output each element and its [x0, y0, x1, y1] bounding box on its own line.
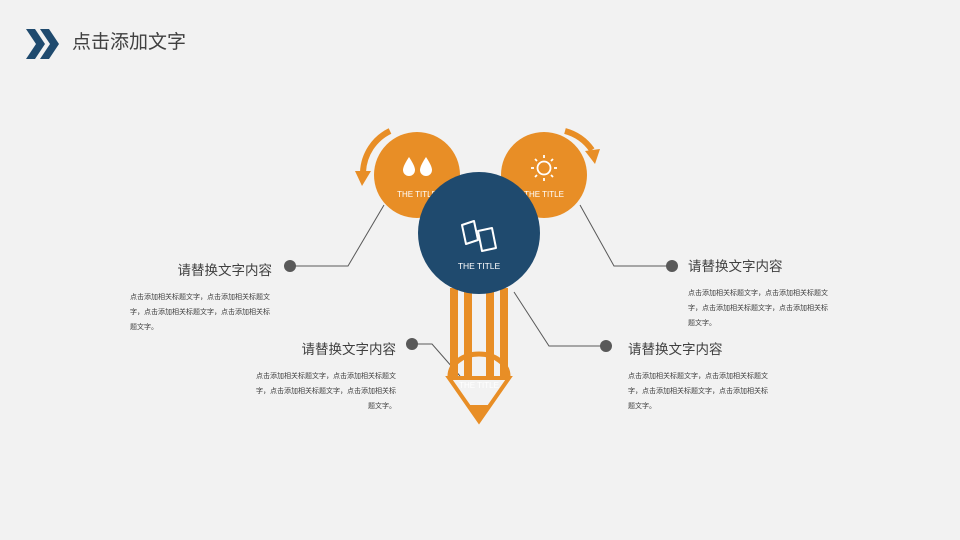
water-drops-icon [403, 157, 432, 176]
connector-top-left [290, 204, 385, 267]
circle-right-label: THE TITLE [524, 190, 564, 199]
text-block-bottom-right: 请替换文字内容 点击添加相关标题文字，点击添加相关标题文字，点击添加相关标题文字… [628, 341, 770, 414]
block-body[interactable]: 点击添加相关标题文字，点击添加相关标题文字，点击添加相关标题文字，点击添加相关标… [256, 372, 396, 410]
block-body[interactable]: 点击添加相关标题文字，点击添加相关标题文字，点击添加相关标题文字，点击添加相关标… [130, 293, 270, 331]
connector-dot [666, 260, 678, 272]
block-heading[interactable]: 请替换文字内容 [688, 259, 783, 275]
block-heading[interactable]: 请替换文字内容 [177, 263, 273, 279]
pencil-label: THE TITLE [459, 381, 499, 390]
pencil-icon [445, 288, 513, 425]
connector-bottom-right [513, 291, 606, 347]
text-block-top-right: 请替换文字内容 点击添加相关标题文字，点击添加相关标题文字，点击添加相关标题文字… [688, 258, 830, 331]
block-heading[interactable]: 请替换文字内容 [628, 342, 723, 358]
curved-arrow-left [355, 128, 392, 186]
connector-top-right [579, 204, 672, 267]
block-heading[interactable]: 请替换文字内容 [301, 342, 397, 358]
circle-left-label: THE TITLE [397, 190, 437, 199]
connector-dot [406, 338, 418, 350]
documents-icon [461, 220, 497, 252]
block-body[interactable]: 点击添加相关标题文字，点击添加相关标题文字，点击添加相关标题文字，点击添加相关标… [628, 372, 768, 410]
connector-dot [284, 260, 296, 272]
circle-center-label: THE TITLE [458, 261, 501, 271]
curved-arrow-right [564, 128, 600, 164]
page-title[interactable]: 点击添加文字 [72, 31, 187, 53]
block-body[interactable]: 点击添加相关标题文字，点击添加相关标题文字，点击添加相关标题文字，点击添加相关标… [688, 289, 828, 327]
text-block-bottom-left: 请替换文字内容 点击添加相关标题文字，点击添加相关标题文字，点击添加相关标题文字… [254, 341, 396, 414]
connector-dot [600, 340, 612, 352]
sun-icon [531, 155, 557, 181]
double-chevron-right-icon [26, 29, 59, 59]
text-block-top-left: 请替换文字内容 点击添加相关标题文字，点击添加相关标题文字，点击添加相关标题文字… [130, 262, 272, 335]
